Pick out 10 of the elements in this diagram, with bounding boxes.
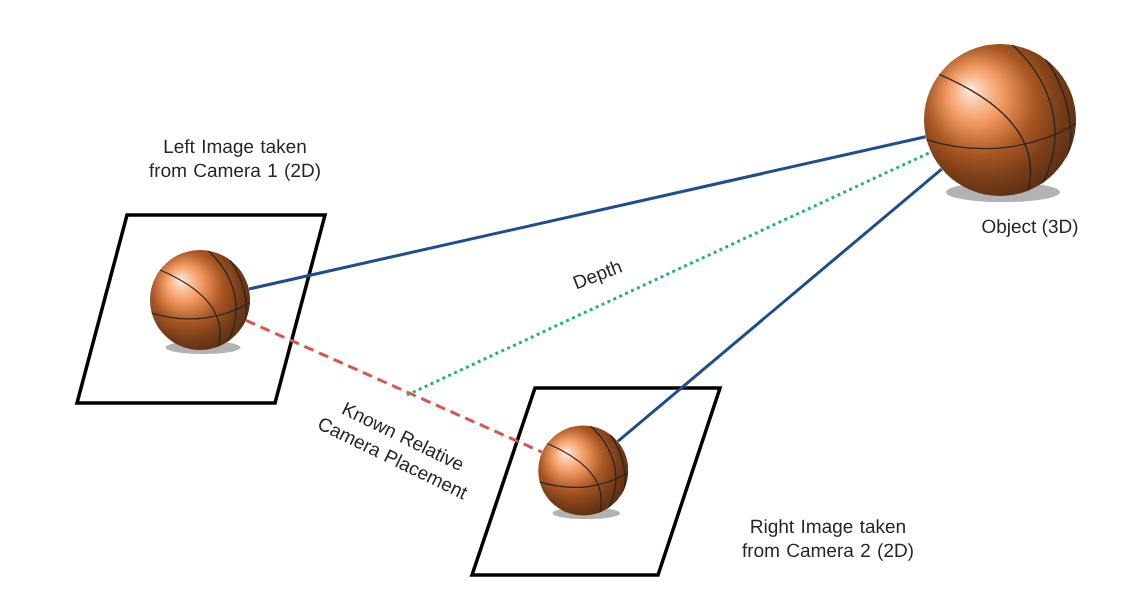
connector-line (248, 135, 926, 291)
edge-label: Depth (572, 261, 623, 290)
connector-line (616, 167, 943, 443)
frame-heading: Left Image taken from Camera 1 (2D) (149, 139, 320, 181)
connector-line (406, 150, 932, 397)
object-caption: Object (3D) (982, 219, 1078, 237)
frame-heading: Right Image taken from Camera 2 (2D) (742, 519, 913, 561)
connector-line (245, 319, 543, 454)
basketball-drawing (538, 425, 629, 520)
basketball-drawing (150, 250, 250, 354)
